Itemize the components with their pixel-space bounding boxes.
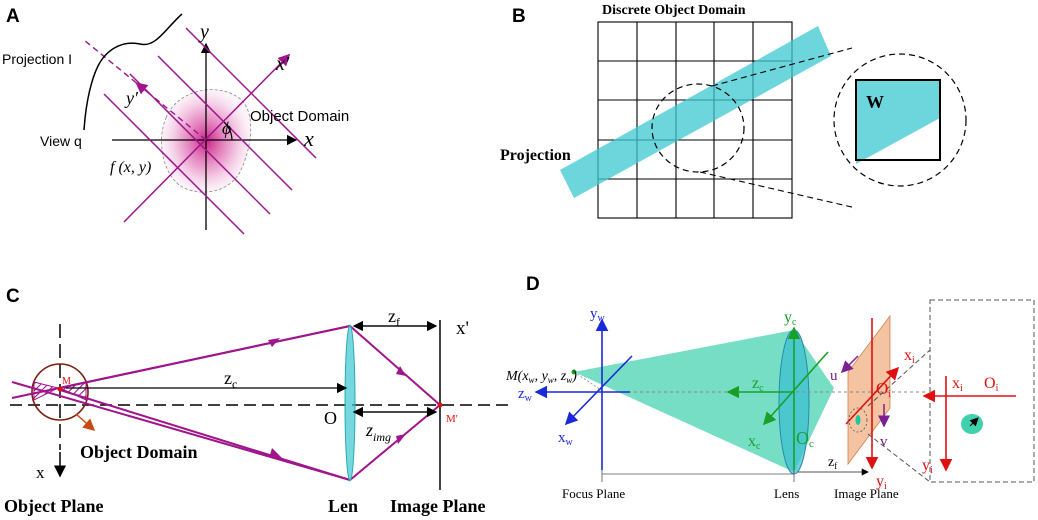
world-point-label: M(xw, yw, zw) [505,369,577,385]
panel-d-letter: D [526,274,540,295]
inset-oi-label: Oi [984,375,999,394]
grid-title: Discrete Object Domain [602,3,746,18]
x-axis-label-c: x [36,463,45,482]
yi-label: yi [876,473,887,492]
point-m-label: M [62,376,71,387]
zc-label-d: zc [752,375,764,394]
y-prime-arrow [135,82,151,95]
xc-label: xc [748,433,761,452]
ray-arrow [270,448,282,458]
function-label: f (x, y) [110,159,151,176]
image-plane-label-c: Image Plane [390,496,485,516]
y-prime-label: y′ [124,88,139,108]
zoom-beam [856,80,940,164]
ray-line [103,93,245,235]
xi-axis [845,366,900,425]
panel-b: B Discrete Object Domain W Projection [500,3,967,219]
point-m-prime [437,402,443,408]
xc-axis [762,351,829,426]
inset-yi-label: yi [922,457,933,476]
zoom-connector-bottom-d [867,433,931,483]
world-point-m [571,369,577,375]
xw-label: xw [558,430,574,448]
projection-label-b: Projection [500,147,571,164]
panel-a-letter: A [6,6,20,27]
image-spot [855,415,861,425]
origin-o-label: O [324,408,337,428]
ray-arrow [396,434,406,444]
focus-plane-label: Focus Plane [562,486,625,501]
point-m [57,386,63,392]
inset-xi-label: xi [952,375,963,394]
oc-label: Oc [796,428,814,450]
zf-label: zf [388,306,400,329]
zoom-connector-bottom [699,171,857,209]
view-label: View q [40,133,82,149]
u-arrow [840,355,859,374]
zimg-label: zimg [365,420,391,444]
zoom-cell [855,79,941,161]
light-cone [574,330,834,472]
object-domain-circle [31,363,89,421]
oi-label: Oi [876,379,891,400]
point-m-prime-label: M' [446,413,458,425]
zoom-region [651,83,745,173]
projection-label: Projection I [2,51,72,67]
zoom-connector-top-d [867,349,931,407]
lens-c [344,324,356,482]
image-plane-rect [847,314,891,466]
yw-label: yw [590,306,606,324]
u-label: u [830,368,838,384]
v-label: v [880,434,888,450]
lens-label-d: Lens [774,486,799,501]
projection-curve [83,13,183,131]
panel-c-letter: C [6,286,20,307]
ray-line [129,73,271,215]
lens-label-c: Len [328,496,358,516]
ray-line [185,27,317,159]
zw-label: zw [518,386,533,404]
object-domain-pointer [75,413,96,431]
xi-label: xi [904,347,915,366]
object-plane-label: Object Plane [4,496,103,516]
object-domain-label-c: Object Domain [80,442,197,462]
zoom-connector-top [711,47,853,87]
panel-c: C z [4,286,510,516]
angle-label: ϕ [222,118,231,138]
panel-d: D [505,274,1035,501]
ray-chief-lower [59,389,351,481]
xw-axis [564,355,633,426]
y-axis-label: y [198,21,209,43]
x-axis-label: x [303,126,314,151]
ray-arrow [268,338,280,347]
image-plane-label-d: Image Plane [834,486,899,501]
ray-arrow [396,366,406,376]
x-prime-label: x′ [275,53,290,75]
zf-label-d: zf [828,455,837,471]
x-prime-label-c: x' [456,318,469,339]
yc-label: yc [784,309,797,328]
image-spot-zoom [848,407,868,433]
cell-label: W [866,92,884,112]
zc-label: zc [224,368,237,391]
panel-a: A Projection I View q Object Domain f (x… [2,6,349,235]
projection-beam [560,26,831,198]
panel-b-letter: B [512,6,526,27]
inset-spot-arrow [969,417,979,427]
ray-chief-upper [59,325,351,389]
angle-arc [223,121,233,141]
object-domain-label: Object Domain [250,108,349,125]
